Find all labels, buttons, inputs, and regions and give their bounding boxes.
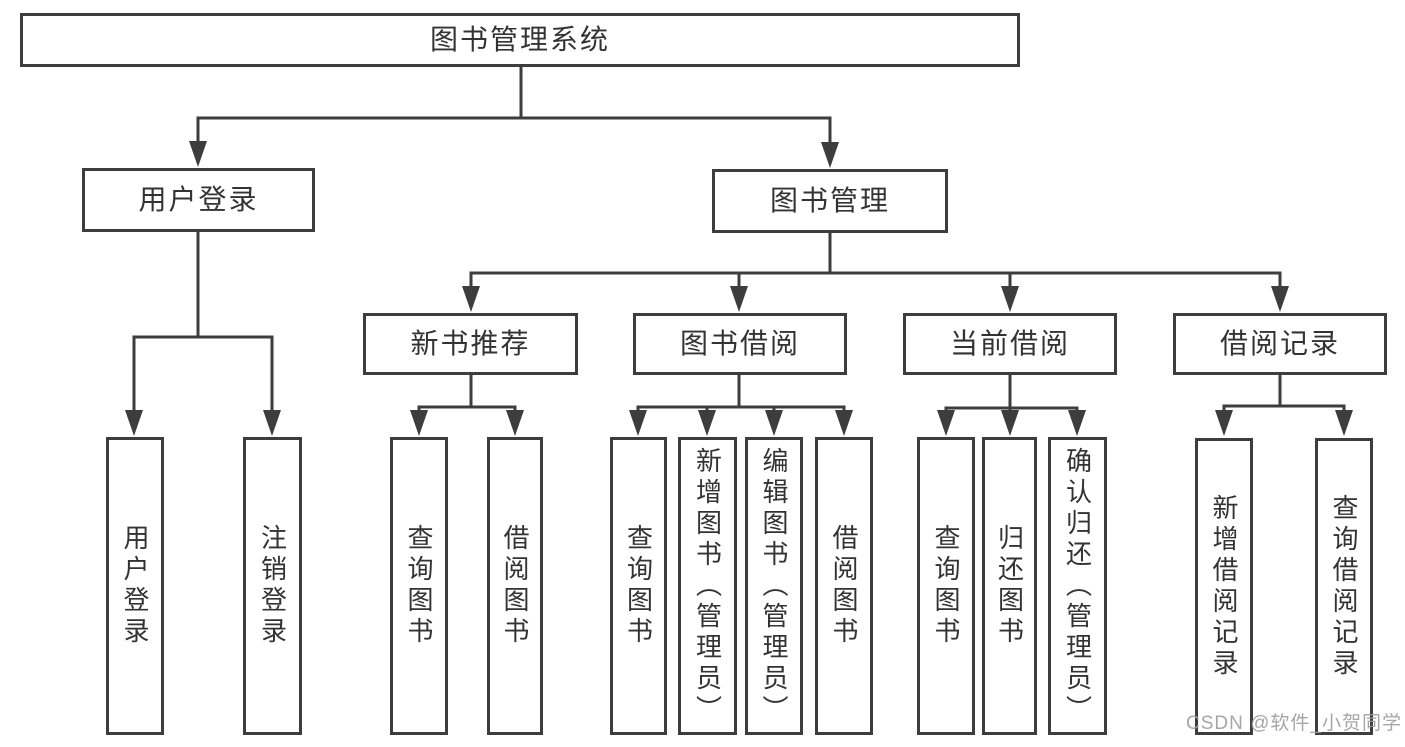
- arrowhead-borrow-records: [1271, 286, 1289, 312]
- leaf-edit-book-admin: 编辑图书（管理员）: [745, 437, 803, 735]
- connector-borrow-records-to-leaves: [1222, 375, 1346, 410]
- arrowhead-leaf-add-record: [1215, 410, 1233, 436]
- arrowhead-leaf-add-book: [698, 410, 716, 436]
- arrowhead-leaf-return-book: [1001, 410, 1019, 436]
- connector-root-to-level2: [196, 67, 832, 142]
- leaf-user-login: 用户登录: [106, 437, 164, 735]
- leaf-return-book: 归还图书: [982, 437, 1037, 735]
- node-new-book-recommendation: 新书推荐: [363, 313, 578, 375]
- arrowhead-new-book-rec: [462, 286, 480, 312]
- node-book-management: 图书管理: [712, 169, 948, 233]
- node-current-borrowing: 当前借阅: [903, 313, 1117, 375]
- arrowhead-leaf-borrow-books-2: [835, 410, 853, 436]
- leaf-query-books-3: 查询图书: [917, 437, 975, 735]
- leaf-add-book-admin: 新增图书（管理员）: [678, 437, 737, 735]
- leaf-borrow-books-1: 借阅图书: [487, 437, 543, 735]
- arrowhead-leaf-logout: [263, 410, 281, 436]
- node-user-login: 用户登录: [82, 168, 315, 232]
- leaf-confirm-return-admin: 确认归还（管理员）: [1048, 437, 1107, 735]
- connector-current-borrow-to-leaves: [944, 375, 1079, 410]
- connector-book-mgmt-to-level3: [469, 233, 1282, 288]
- arrowhead-leaf-edit-book: [765, 410, 783, 436]
- connector-book-borrow-to-leaves: [636, 375, 846, 410]
- arrowhead-leaf-query-books-1: [410, 410, 428, 436]
- arrowhead-leaf-query-books-2: [629, 410, 647, 436]
- node-library-system: 图书管理系统: [20, 13, 1020, 67]
- leaf-query-borrow-record: 查询借阅记录: [1315, 438, 1373, 735]
- arrowhead-book-mgmt: [821, 142, 839, 168]
- arrowhead-leaf-query-record: [1335, 410, 1353, 436]
- leaf-borrow-books-2: 借阅图书: [815, 437, 873, 735]
- leaf-logout: 注销登录: [243, 437, 302, 735]
- arrowhead-leaf-user-login: [125, 410, 143, 436]
- arrowhead-leaf-query-books-3: [937, 410, 955, 436]
- node-borrowing-records: 借阅记录: [1173, 313, 1387, 375]
- arrowhead-leaf-confirm-return: [1068, 410, 1086, 436]
- leaf-add-borrow-record: 新增借阅记录: [1195, 438, 1253, 735]
- leaf-query-books-1: 查询图书: [390, 437, 448, 735]
- arrowhead-current-borrow: [1001, 286, 1019, 312]
- arrowhead-leaf-borrow-books-1: [506, 410, 524, 436]
- csdn-watermark: CSDN @软件_小贺同学: [1186, 713, 1402, 734]
- connector-new-book-rec-to-leaves: [417, 375, 517, 410]
- connector-user-login-to-leaves: [132, 232, 274, 410]
- arrowhead-user-login: [189, 141, 207, 167]
- arrowhead-book-borrow: [730, 286, 748, 312]
- node-book-borrowing: 图书借阅: [633, 313, 847, 375]
- leaf-query-books-2: 查询图书: [610, 437, 667, 735]
